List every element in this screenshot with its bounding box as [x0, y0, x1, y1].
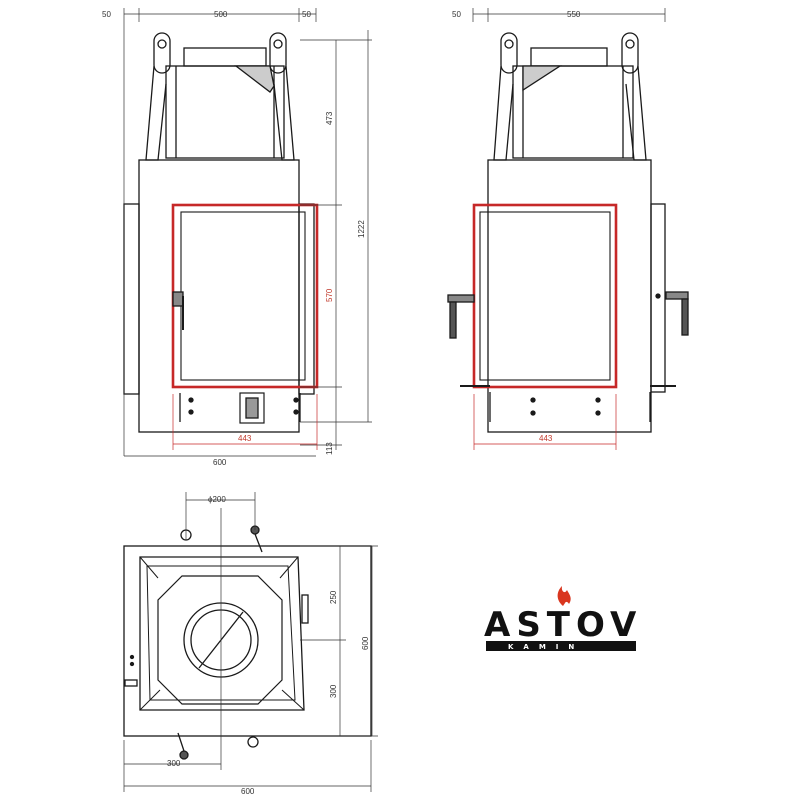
dim-top-width: 500	[214, 10, 228, 19]
main-body	[138, 159, 300, 433]
dim-offset-front: 250	[329, 590, 338, 604]
dim-total-height: 1222	[357, 220, 366, 238]
dim-offset-rear: 300	[329, 684, 338, 698]
dim-total-width: 600	[213, 458, 227, 467]
dim-base-height: 113	[325, 442, 334, 455]
top-dimension-labels: ϕ200 250 300 600 300 600	[167, 495, 370, 796]
logo-brand: ASTOV	[484, 605, 642, 645]
astov-logo: ASTOV KAMIN	[484, 586, 642, 651]
dim-upper-height: 473	[325, 111, 334, 125]
front-dimensions	[123, 8, 372, 457]
flame-icon	[557, 586, 571, 606]
dim-door-width: 443	[238, 434, 252, 443]
dim-door-height: 570	[325, 288, 334, 302]
side-dim-top-width: 550	[567, 10, 581, 19]
side-dimensions	[472, 8, 666, 450]
top-outer-outline	[123, 545, 372, 737]
dim-offset-side: 300	[167, 759, 181, 768]
front-dimension-labels: 50 500 50 473 1222 570 443 113 600	[102, 10, 366, 467]
top-dimensions	[123, 492, 378, 792]
dim-flue-diameter: ϕ200	[208, 495, 226, 504]
dim-top-left: 50	[102, 10, 111, 19]
dim-width: 600	[241, 787, 255, 796]
side-dim-door-width: 443	[539, 434, 553, 443]
lifting-lug-right	[269, 32, 287, 74]
front-view	[123, 32, 319, 433]
dim-top-right: 50	[302, 10, 311, 19]
side-dimension-labels: 50 550 443	[452, 10, 581, 443]
lifting-lug-left	[153, 32, 171, 74]
door-frame	[171, 203, 319, 389]
logo-tagline: KAMIN	[508, 643, 584, 651]
dim-depth: 600	[361, 636, 370, 650]
top-view	[123, 525, 372, 760]
side-dim-top-left: 50	[452, 10, 461, 19]
side-view	[447, 32, 689, 433]
side-door-frame	[472, 203, 618, 389]
